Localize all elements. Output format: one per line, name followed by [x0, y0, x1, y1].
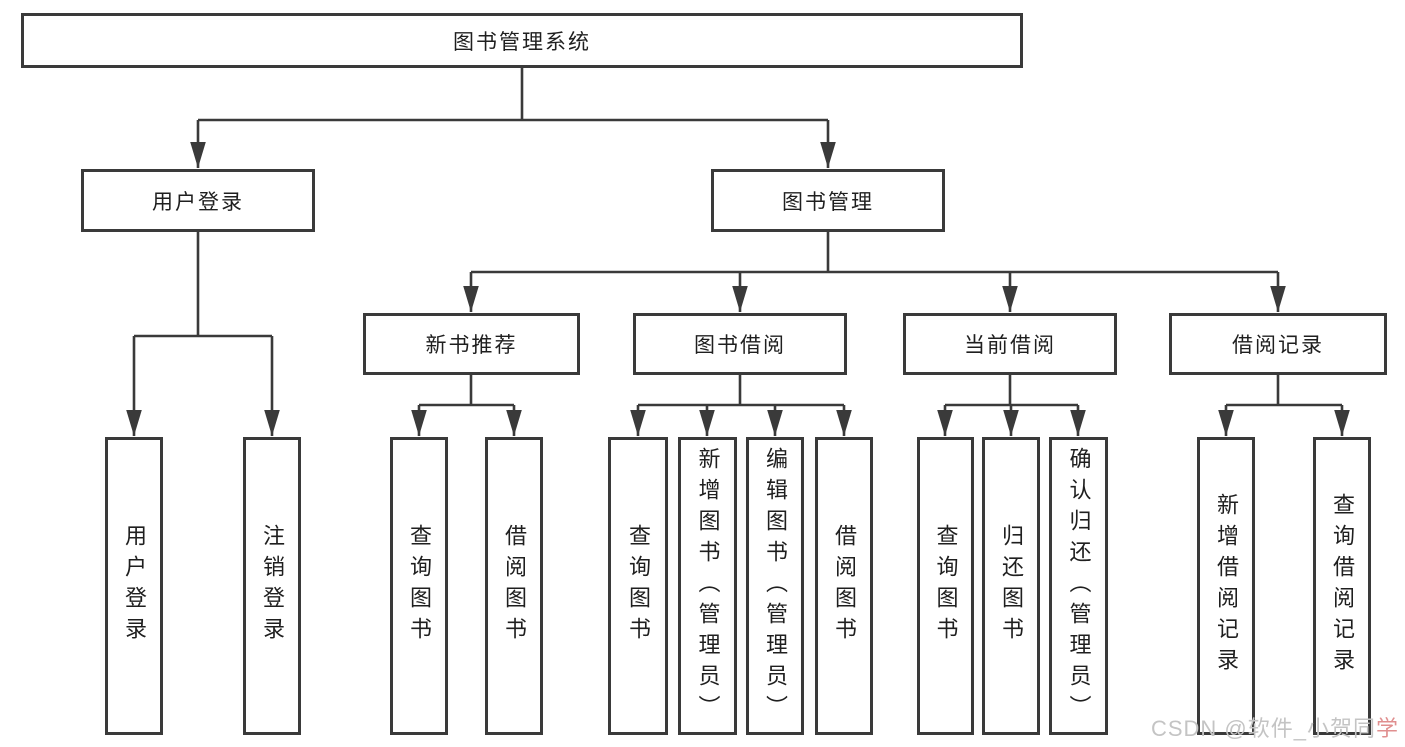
csdn-watermark: CSDN @软件_小贺同学 [1151, 711, 1399, 743]
node-new-book-recommend: 新书推荐 [363, 313, 580, 375]
node-label: 查询借阅记录 [1330, 493, 1355, 679]
node-label: 借阅记录 [1232, 334, 1324, 357]
node-label: 查询图书 [626, 524, 651, 648]
node-label: 图书管理系统 [453, 30, 591, 54]
leaf-borrow-query-books: 查询图书 [608, 437, 668, 735]
node-label: 用户登录 [122, 524, 147, 648]
node-label: 用户登录 [152, 190, 244, 214]
leaf-logout-login: 注销登录 [243, 437, 301, 735]
leaf-user-login: 用户登录 [105, 437, 163, 735]
node-current-borrowing: 当前借阅 [903, 313, 1117, 375]
node-label: 确认归还（管理员） [1066, 446, 1092, 726]
node-label: 查询图书 [933, 524, 959, 648]
node-label: 查询图书 [407, 524, 432, 648]
leaf-current-confirm-return-admin: 确认归还（管理员） [1049, 437, 1108, 735]
node-label: 借阅图书 [832, 524, 857, 648]
leaf-borrow-borrow-books: 借阅图书 [815, 437, 873, 735]
node-label: 新增借阅记录 [1214, 493, 1239, 679]
node-user-login: 用户登录 [81, 169, 315, 232]
watermark-accent-text: 学 [1375, 716, 1399, 741]
leaf-current-return-books: 归还图书 [982, 437, 1040, 735]
leaf-borrow-edit-books-admin: 编辑图书（管理员） [746, 437, 804, 735]
node-label: 归还图书 [999, 524, 1024, 648]
node-label: 图书借阅 [694, 334, 786, 357]
node-borrow-records: 借阅记录 [1169, 313, 1387, 375]
node-label: 编辑图书（管理员） [763, 446, 788, 726]
leaf-current-query-books: 查询图书 [917, 437, 974, 735]
node-library-system-root: 图书管理系统 [21, 13, 1023, 68]
leaf-records-add-record: 新增借阅记录 [1197, 437, 1255, 735]
node-label: 新书推荐 [425, 334, 518, 357]
leaf-newbook-query-books: 查询图书 [390, 437, 448, 735]
node-label: 注销登录 [260, 524, 285, 648]
node-label: 新增图书（管理员） [695, 446, 721, 726]
leaf-newbook-borrow-books: 借阅图书 [485, 437, 543, 735]
node-label: 借阅图书 [502, 524, 527, 648]
watermark-text: CSDN @软件_小贺同 [1150, 716, 1376, 741]
node-book-management: 图书管理 [711, 169, 945, 232]
leaf-borrow-add-books-admin: 新增图书（管理员） [678, 437, 737, 735]
leaf-records-query-record: 查询借阅记录 [1313, 437, 1371, 735]
node-label: 当前借阅 [964, 334, 1056, 357]
node-label: 图书管理 [782, 190, 874, 214]
node-book-borrowing: 图书借阅 [633, 313, 847, 375]
